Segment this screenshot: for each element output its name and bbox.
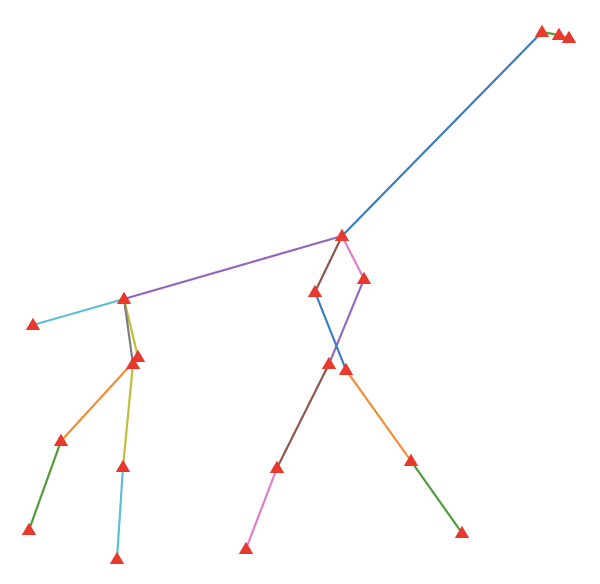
tree-edge xyxy=(121,362,135,469)
tree-node-marker xyxy=(125,356,141,369)
tree-node-marker xyxy=(307,284,323,297)
tree-node-marker xyxy=(356,271,372,284)
tree-node-marker xyxy=(21,522,37,535)
tree-edge xyxy=(275,362,331,470)
tree-edge xyxy=(340,30,544,238)
tree-node-marker xyxy=(321,356,337,369)
tree-edge xyxy=(344,368,413,463)
tree-node-marker xyxy=(551,27,567,40)
tree-edge xyxy=(244,466,279,551)
tree-node-marker xyxy=(269,460,285,473)
tree-node-marker xyxy=(116,291,132,304)
tree-node-marker xyxy=(25,317,41,330)
tree-node-marker xyxy=(115,459,131,472)
tree-node-marker xyxy=(454,525,470,538)
tree-node-marker xyxy=(403,453,419,466)
tree-node-marker xyxy=(561,30,577,43)
tree-node-marker xyxy=(238,541,254,554)
edges-layer xyxy=(27,30,571,561)
tree-edge xyxy=(27,439,63,532)
tree-edge xyxy=(31,297,126,327)
tree-node-marker xyxy=(534,24,550,37)
tree-edge xyxy=(59,355,140,443)
tree-node-marker xyxy=(130,349,146,362)
tree-edge xyxy=(115,465,125,561)
nodes-layer xyxy=(21,24,577,564)
tree-edge xyxy=(122,297,135,366)
tree-edge xyxy=(340,234,366,281)
tree-edge xyxy=(313,234,344,294)
tree-node-marker xyxy=(53,433,69,446)
tree-node-marker xyxy=(338,362,354,375)
tree-edge xyxy=(327,277,366,366)
tree-node-marker xyxy=(109,551,125,564)
tree-edge xyxy=(313,290,348,372)
tree-edge xyxy=(409,459,464,535)
tree-node-marker xyxy=(334,228,350,241)
tree-edge xyxy=(122,234,344,301)
